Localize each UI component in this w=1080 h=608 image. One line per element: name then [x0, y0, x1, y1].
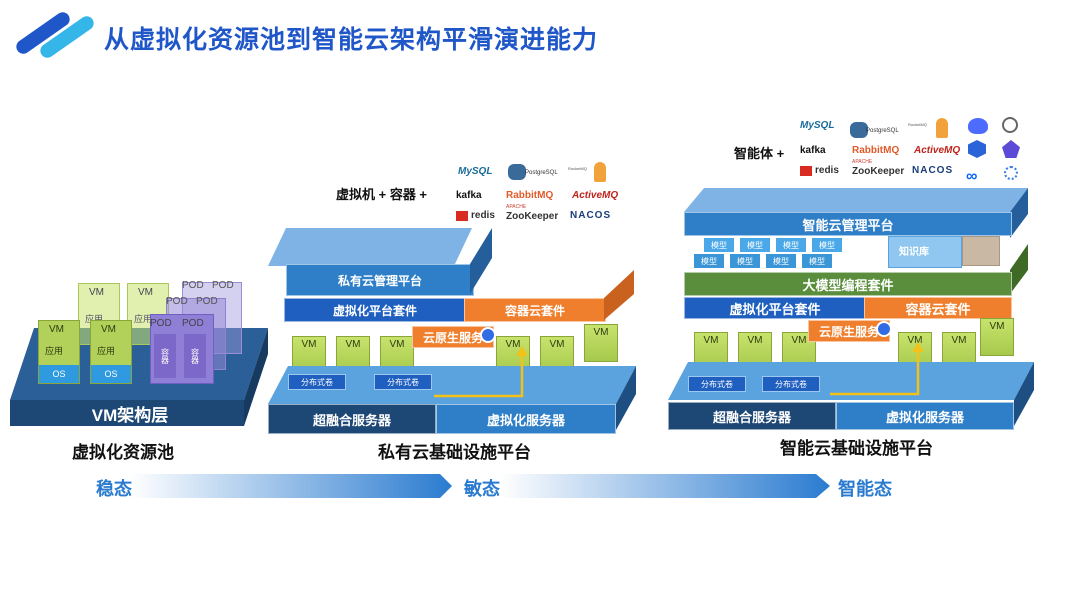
intel-container-suite: 容器云套件 — [864, 297, 1012, 319]
apache-label: APACHE — [852, 159, 873, 165]
intel-virt-server: 虚拟化服务器 — [836, 402, 1014, 430]
zookeeper-logo-icon: ZooKeeper — [852, 166, 905, 177]
model-grid: 模型 模型 模型 模型 模型 模型 模型 模型 — [690, 236, 890, 276]
rocketmq-logo-label: RocketMQ — [908, 122, 927, 127]
deepseek-logo-icon — [968, 118, 988, 134]
redis-logo-icon — [456, 211, 468, 221]
redis-logo-label: redis — [471, 210, 495, 221]
intel-dist-volume: 分布式卷 — [762, 376, 820, 392]
private-stack-label: 虚拟机 + 容器 + — [336, 187, 428, 202]
intel-mgmt-platform: 智能云管理平台 — [684, 212, 1012, 236]
rocketmq-logo-icon — [594, 162, 606, 182]
intel-virt-suite: 虚拟化平台套件 — [684, 297, 866, 319]
intel-cloud-native-service: 云原生服务 — [808, 320, 890, 342]
zookeeper-logo-icon: ZooKeeper — [506, 211, 559, 222]
private-mgmt-side — [470, 228, 492, 294]
private-flow-arrow — [434, 346, 528, 398]
apache-label: APACHE — [506, 204, 527, 210]
private-base-platform — [268, 366, 636, 430]
rabbitmq-logo-icon: RabbitMQ — [506, 190, 554, 201]
private-virt-suite: 虚拟化平台套件 — [284, 298, 466, 322]
activemq-logo-icon: ActiveMQ — [914, 145, 961, 156]
meta-logo-icon: ∞ — [966, 168, 978, 185]
intel-stack-label: 智能体 + — [734, 146, 785, 161]
pool-caption: 虚拟化资源池 — [72, 443, 174, 462]
redis-logo-label: redis — [815, 165, 839, 176]
intel-llm-side — [1010, 244, 1028, 294]
private-caption: 私有云基础设施平台 — [378, 443, 531, 462]
mysql-logo-icon: MySQL — [800, 120, 835, 131]
kubernetes-icon — [480, 327, 496, 343]
vm-stack: VM 应用 OS — [90, 320, 132, 384]
ai-sparkle-logo-icon — [1004, 166, 1018, 180]
page-title: 从虚拟化资源池到智能云架构平滑演进能力 — [104, 26, 599, 54]
private-dist-volume: 分布式卷 — [288, 374, 346, 390]
intel-llm-suite: 大模型编程套件 — [684, 272, 1012, 296]
private-dist-volume: 分布式卷 — [374, 374, 432, 390]
nacos-logo-icon: NACOS — [912, 165, 954, 176]
knowledge-base-block: 知识库 — [888, 236, 962, 268]
mysql-logo-icon: MySQL — [458, 166, 493, 177]
postgres-logo-icon — [850, 122, 868, 138]
stage-stable: 稳态 — [96, 479, 132, 499]
nacos-logo-icon: NACOS — [570, 210, 612, 221]
postgres-logo-icon — [508, 164, 526, 180]
intel-caption: 智能云基础设施平台 — [780, 439, 933, 458]
rocketmq-logo-icon — [936, 118, 948, 138]
qwen-logo-icon — [1002, 140, 1020, 158]
private-mgmt-platform: 私有云管理平台 — [286, 264, 474, 296]
knowledge-box-icon — [962, 236, 1000, 266]
vm-stack: VM 应用 OS — [38, 320, 80, 384]
postgres-logo-label: PostgreSQL — [866, 128, 899, 134]
kafka-logo-icon: kafka — [800, 145, 826, 156]
model-hex-logo-icon — [968, 140, 986, 158]
kubernetes-icon — [876, 321, 892, 337]
vm-layer-label: VM架构层 — [91, 405, 169, 425]
stage-agile: 敏态 — [464, 479, 500, 499]
openai-logo-icon — [1002, 117, 1018, 133]
intel-mgmt-top-face — [684, 188, 1028, 238]
private-mgmt-top-face — [268, 228, 472, 266]
brand-logo-icon — [16, 12, 94, 58]
intel-flow-arrow — [830, 342, 924, 396]
pod-group: POD POD POD POD POD POD 容器 容器 — [150, 280, 242, 384]
intel-hci-server: 超融合服务器 — [668, 402, 836, 430]
redis-logo-icon — [800, 166, 812, 176]
activemq-logo-icon: ActiveMQ — [572, 190, 619, 201]
intel-dist-volume: 分布式卷 — [688, 376, 746, 392]
kafka-logo-icon: kafka — [456, 190, 482, 201]
stage-intelligent: 智能态 — [838, 479, 892, 499]
private-hci-server: 超融合服务器 — [268, 404, 436, 434]
private-container-side — [604, 270, 634, 320]
intel-base-platform — [668, 362, 1034, 426]
evolution-arrow-2 — [500, 474, 830, 498]
private-container-suite: 容器云套件 — [464, 298, 606, 322]
rabbitmq-logo-icon: RabbitMQ — [852, 145, 900, 156]
rocketmq-logo-label: RocketMQ — [568, 166, 587, 171]
private-virt-server: 虚拟化服务器 — [436, 404, 616, 434]
private-cloud-native-service: 云原生服务 — [412, 326, 494, 348]
evolution-arrow-1 — [130, 474, 452, 498]
postgres-logo-label: PostgreSQL — [525, 170, 558, 176]
